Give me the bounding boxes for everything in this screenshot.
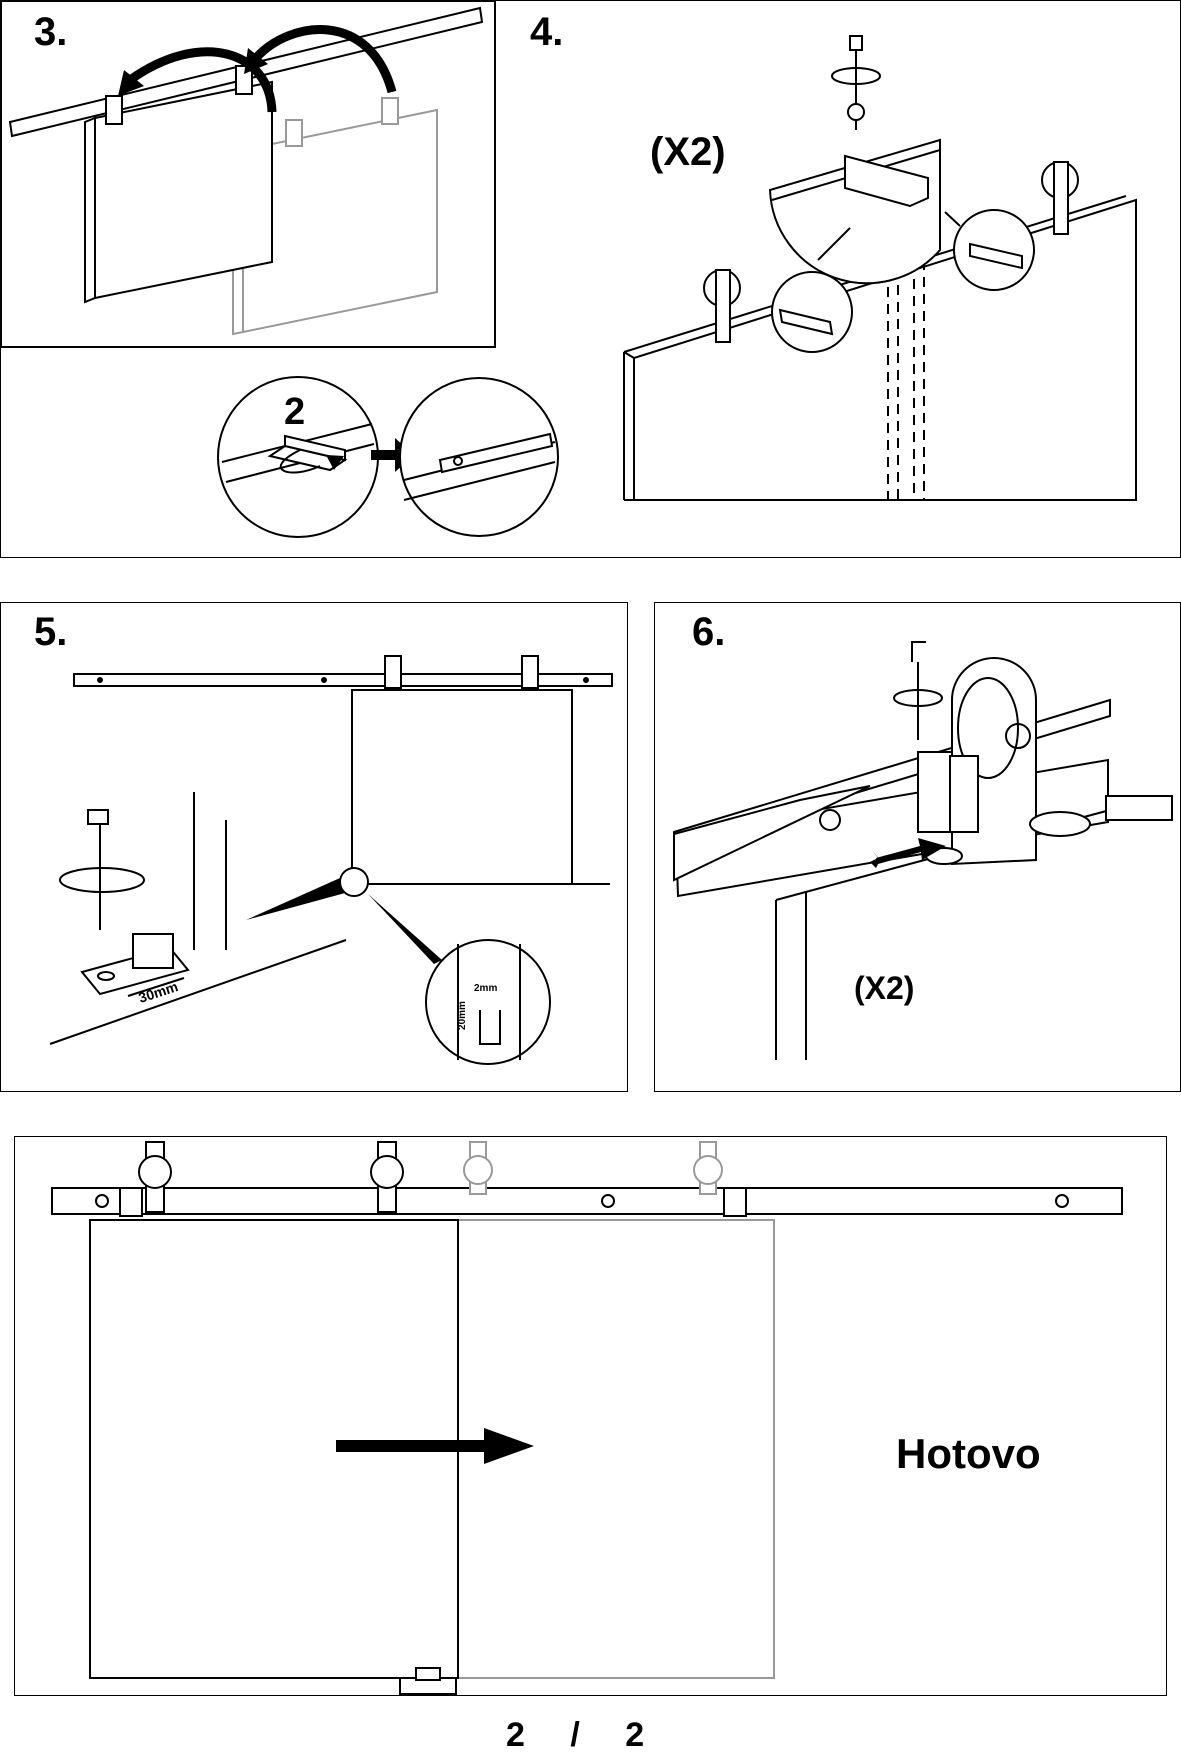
hanger <box>105 95 123 125</box>
turn-count: 2 <box>284 391 306 433</box>
page-total: 2 <box>625 1716 646 1754</box>
page-current: 2 <box>506 1716 526 1754</box>
step-6-number: 6. <box>692 610 726 654</box>
hanger <box>384 655 402 689</box>
step-3-frame <box>0 0 496 348</box>
completion-label: Hotovo <box>896 1430 1041 1477</box>
step-4-number: 4. <box>530 10 564 54</box>
hanger <box>521 655 539 689</box>
track-rail <box>73 673 613 687</box>
page-number: 2 / 2 <box>506 1716 645 1755</box>
step-4-multiplier: (X2) <box>650 130 726 174</box>
page-separator: / <box>570 1716 581 1754</box>
step-6-multiplier: (X2) <box>854 970 915 1006</box>
track-rail <box>51 1187 1123 1215</box>
step-3-number: 3. <box>34 10 68 54</box>
stopper-block <box>917 751 953 833</box>
step-5-number: 5. <box>34 610 68 654</box>
arrow-right-icon <box>336 1428 534 1464</box>
screw-icon <box>87 809 109 825</box>
stopper-block <box>844 154 929 208</box>
gap-label: 2mm <box>474 983 498 994</box>
screw-icon <box>849 35 863 51</box>
